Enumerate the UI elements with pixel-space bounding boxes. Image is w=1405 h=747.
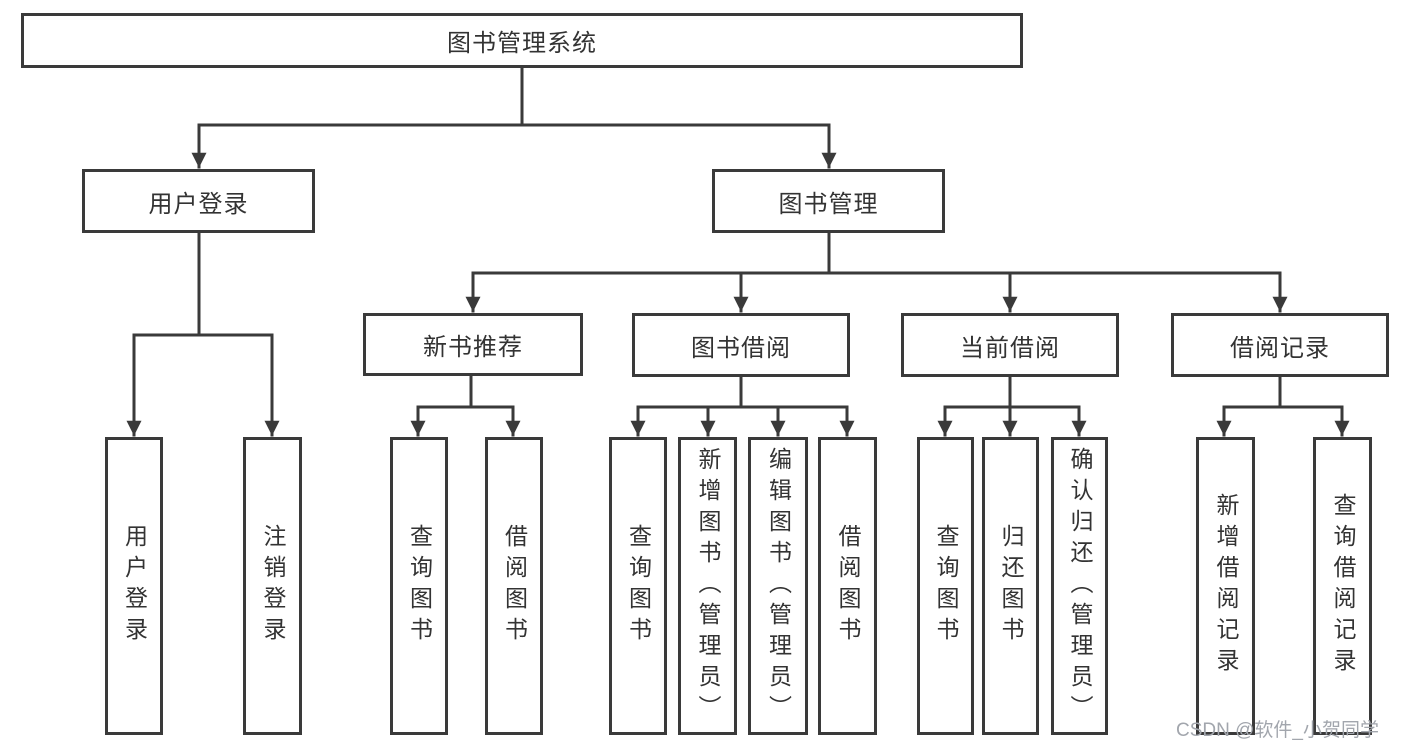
leaf-bb-borrow-books-label: 借阅图书	[835, 524, 861, 648]
leaf-br-query-record: 查询借阅记录	[1313, 437, 1372, 735]
node-user-login-label: 用户登录	[148, 190, 249, 218]
leaf-cb-query-books-label: 查询图书	[933, 524, 959, 648]
node-book-management-label: 图书管理	[778, 190, 879, 218]
node-book-borrowing-label: 图书借阅	[691, 334, 791, 362]
node-current-borrowing-label: 当前借阅	[960, 334, 1060, 362]
leaf-nb-query-books: 查询图书	[390, 437, 448, 735]
leaf-cb-return-books: 归还图书	[982, 437, 1039, 735]
leaf-bb-borrow-books: 借阅图书	[818, 437, 877, 735]
connector-new-book-children	[410, 375, 521, 437]
leaf-br-query-record-label: 查询借阅记录	[1330, 493, 1356, 679]
leaf-br-add-record: 新增借阅记录	[1196, 437, 1255, 735]
node-borrowing-records-label: 借阅记录	[1230, 334, 1330, 362]
connector-borrowing-records-children	[1216, 375, 1350, 437]
node-new-book-recommend: 新书推荐	[363, 313, 583, 376]
node-current-borrowing: 当前借阅	[901, 313, 1119, 377]
leaf-nb-borrow-books-label: 借阅图书	[501, 524, 528, 648]
leaf-bb-add-books: 新增图书（管理员）	[678, 437, 737, 735]
leaf-cb-confirm-return: 确认归还（管理员）	[1051, 437, 1108, 735]
leaf-bb-add-books-label: 新增图书（管理员）	[695, 446, 721, 726]
connector-current-borrowing-children	[937, 375, 1087, 437]
leaf-nb-query-books-label: 查询图书	[406, 524, 433, 648]
connector-book-management-children	[465, 231, 1288, 313]
leaf-logout-label: 注销登录	[260, 524, 286, 648]
leaf-nb-borrow-books: 借阅图书	[485, 437, 543, 735]
leaf-br-add-record-label: 新增借阅记录	[1213, 493, 1239, 679]
leaf-logout: 注销登录	[243, 437, 302, 735]
node-root-label: 图书管理系统	[447, 30, 597, 57]
connector-book-borrowing-children	[630, 375, 855, 437]
leaf-cb-confirm-return-label: 确认归还（管理员）	[1067, 446, 1093, 726]
node-book-management: 图书管理	[712, 169, 945, 233]
leaf-bb-query-books: 查询图书	[609, 437, 667, 735]
connector-user-login-children	[126, 231, 280, 437]
leaf-bb-edit-books: 编辑图书（管理员）	[748, 437, 808, 735]
connector-root-to-level1	[191, 66, 837, 169]
leaf-bb-edit-books-label: 编辑图书（管理员）	[765, 446, 792, 726]
leaf-bb-query-books-label: 查询图书	[625, 524, 652, 648]
csdn-watermark: CSDN @软件_小贺同学	[1176, 720, 1379, 741]
leaf-user-login-label: 用户登录	[121, 524, 148, 648]
node-user-login: 用户登录	[82, 169, 315, 233]
node-root: 图书管理系统	[21, 13, 1023, 68]
leaf-user-login: 用户登录	[105, 437, 163, 735]
node-borrowing-records: 借阅记录	[1171, 313, 1389, 377]
node-new-book-recommend-label: 新书推荐	[423, 334, 523, 361]
leaf-cb-query-books: 查询图书	[917, 437, 974, 735]
node-book-borrowing: 图书借阅	[632, 313, 850, 377]
leaf-cb-return-books-label: 归还图书	[998, 524, 1024, 648]
